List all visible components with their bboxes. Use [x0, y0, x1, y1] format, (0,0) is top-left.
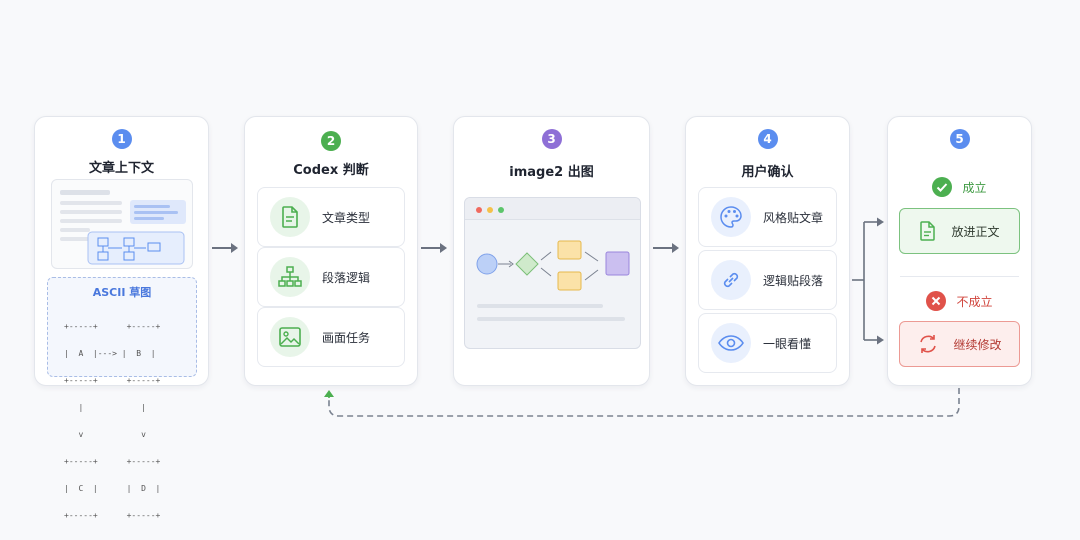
put-into-article-box: 放进正文 [899, 208, 1020, 254]
item-clear-at-glance: 一眼看懂 [698, 313, 837, 373]
ascii-line: | | [64, 403, 146, 412]
item-label: 文章类型 [322, 210, 371, 225]
item-label: 画面任务 [322, 330, 371, 345]
image-icon [270, 317, 310, 357]
fail-label: 不成立 [956, 294, 993, 309]
item-paragraph-logic: 段落逻辑 [257, 247, 405, 307]
item-style-match: 风格贴文章 [698, 187, 837, 247]
step-4-card: 4 用户确认 风格贴文章 逻辑贴段落 一眼看懂 [685, 116, 850, 386]
step-1-number: 1 [111, 129, 132, 149]
ascii-sketch-box: ASCII 草图 +-----+ +-----+ | A |---> | B |… [47, 277, 197, 520]
item-label: 段落逻辑 [322, 270, 371, 285]
item-logic-match: 逻辑贴段落 [698, 250, 837, 310]
step-4-title: 用户确认 [741, 165, 794, 180]
link-icon [711, 260, 751, 300]
step-5-card: 5 成立 放进正文 不成立 继续修改 [887, 116, 1032, 386]
step-2-title: Codex 判断 [293, 163, 369, 178]
document-lines-icon [60, 190, 186, 265]
ascii-line: | A |---> | B | [64, 349, 156, 358]
eye-icon [711, 323, 751, 363]
document-icon [270, 197, 310, 237]
feedback-loop-dashed-arrow [324, 388, 960, 417]
fail-action-label: 继续修改 [953, 337, 1002, 352]
step-1-card: 1 文章上下文 ASCII 草图 [34, 116, 209, 520]
ascii-line: +-----+ +-----+ [64, 322, 161, 331]
item-image-task: 画面任务 [257, 307, 405, 367]
arrow-2-to-3 [421, 243, 447, 253]
keep-revising-box: 继续修改 [899, 321, 1020, 367]
check-circle-icon [932, 177, 953, 197]
step-2-number: 2 [321, 131, 341, 151]
success-label: 成立 [962, 180, 987, 195]
step-4-number: 4 [757, 129, 778, 149]
step-5-number: 5 [949, 129, 970, 149]
document-icon [920, 221, 936, 241]
step-3-title: image2 出图 [509, 165, 594, 180]
window-titlebar [465, 198, 640, 220]
hierarchy-icon [270, 257, 310, 297]
step-3-number: 3 [541, 129, 562, 149]
palette-icon [711, 197, 751, 237]
fail-row: 不成立 [888, 291, 1031, 311]
fork-arrow-4-to-5 [852, 217, 884, 345]
flowchart-illustration [476, 240, 630, 321]
ascii-line: | C | | D | [64, 484, 161, 493]
x-circle-icon [926, 291, 947, 311]
ascii-sketch-content: +-----+ +-----+ | A |---> | B | +-----+ … [64, 304, 196, 538]
success-action-label: 放进正文 [951, 224, 1000, 239]
item-label: 一眼看懂 [763, 336, 812, 351]
success-row: 成立 [888, 177, 1031, 197]
generated-image-window [464, 197, 641, 349]
item-article-type: 文章类型 [257, 187, 405, 247]
refresh-icon [920, 335, 937, 353]
arrow-3-to-4 [653, 243, 679, 253]
step-2-card: 2 Codex 判断 文章类型 段落逻辑 画面任务 [244, 116, 418, 386]
ascii-line: +-----+ +-----+ [64, 457, 161, 466]
step-3-card: 3 image2 出图 [453, 116, 650, 386]
ascii-line: v v [64, 430, 146, 439]
item-label: 风格贴文章 [763, 210, 824, 225]
step-1-title: 文章上下文 [88, 161, 154, 176]
arrow-1-to-2 [212, 243, 238, 253]
article-document-illustration [51, 179, 193, 269]
divider [900, 276, 1019, 277]
ascii-line: +-----+ +-----+ [64, 376, 161, 385]
ascii-sketch-label: ASCII 草图 [92, 286, 152, 299]
ascii-line: +-----+ +-----+ [64, 511, 161, 520]
item-label: 逻辑贴段落 [763, 273, 824, 288]
window-dots-icon [476, 207, 504, 213]
